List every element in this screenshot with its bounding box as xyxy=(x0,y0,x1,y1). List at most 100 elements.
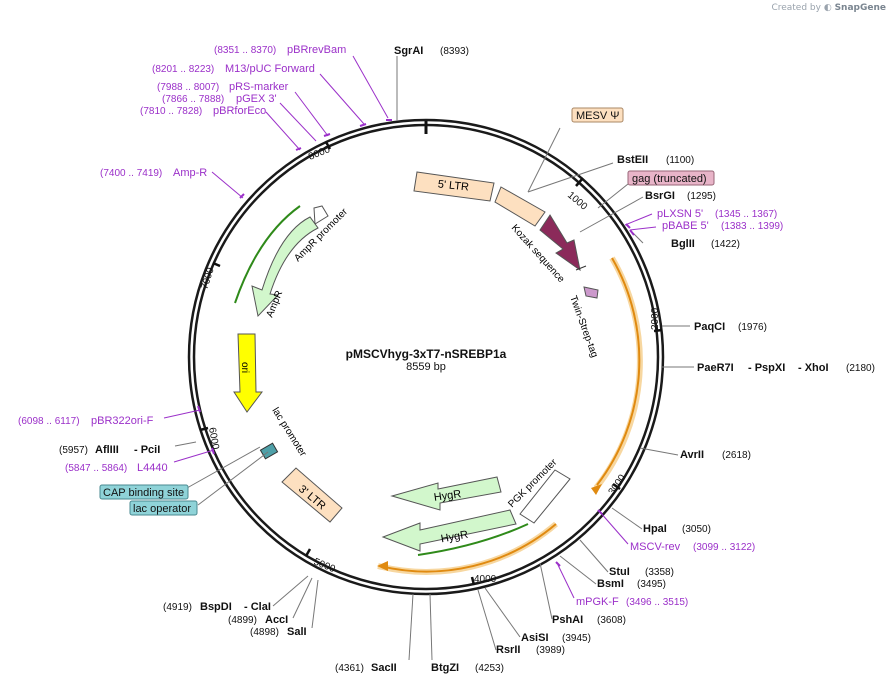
acci-name[interactable]: AccI xyxy=(265,614,288,626)
pbrforeco-mark xyxy=(295,147,302,151)
m13puc-name[interactable]: M13/pUC Forward xyxy=(225,63,315,75)
ori-label: ori xyxy=(239,362,250,373)
sali-name[interactable]: SalI xyxy=(287,626,307,638)
btgzi-pos: (4253) xyxy=(475,663,504,674)
pcii-name[interactable]: - PciI xyxy=(134,444,160,456)
bglii-name[interactable]: BglII xyxy=(671,238,695,250)
backbone-outer xyxy=(187,118,665,596)
kozak-marker xyxy=(575,265,587,271)
asisi-pos: (3945) xyxy=(562,633,591,644)
stui-name[interactable]: StuI xyxy=(609,566,630,578)
rsrii-name[interactable]: RsrII xyxy=(496,644,520,656)
ampr-primer-leader xyxy=(211,171,244,199)
pbrrevbam-name[interactable]: pBRrevBam xyxy=(287,44,346,56)
bsmi-name[interactable]: BsmI xyxy=(597,578,624,590)
hygr-feature-2[interactable] xyxy=(381,509,517,552)
avrii-pos: (2618) xyxy=(722,450,751,461)
plxsn-name[interactable]: pLXSN 5' xyxy=(657,208,703,220)
l4440-leader xyxy=(173,449,215,463)
pbr322ori-range: (6098 .. 6117) xyxy=(18,416,80,427)
bsteii-name[interactable]: BstEII xyxy=(617,154,648,166)
hygr-label-2: HygR xyxy=(440,529,469,546)
msvrev-name[interactable]: MSCV-rev xyxy=(630,541,681,553)
insert-arc[interactable] xyxy=(596,257,641,486)
prs-range: (7988 .. 8007) xyxy=(157,82,219,93)
gag-label: gag (truncated) xyxy=(632,173,707,185)
rsrii-leader xyxy=(477,589,497,651)
pbabe-name[interactable]: pBABE 5' xyxy=(662,220,709,232)
pbrrevbam-leader xyxy=(352,55,389,119)
xhoi-name[interactable]: - XhoI xyxy=(798,362,829,374)
pbabe-range: (1383 .. 1399) xyxy=(721,221,783,232)
pshai-leader xyxy=(539,562,553,620)
hygr-feature-1[interactable] xyxy=(390,476,502,511)
five-ltr-feature[interactable] xyxy=(413,171,495,202)
pgex-name[interactable]: pGEX 3' xyxy=(236,93,277,105)
ampr-primer-mark xyxy=(239,193,245,199)
pbrforeco-leader xyxy=(265,111,301,151)
pgk-promoter-feature[interactable] xyxy=(519,469,571,524)
kozak-feature[interactable] xyxy=(539,214,581,272)
gag-box[interactable] xyxy=(627,170,715,186)
tick-label-4000: 4000 xyxy=(474,574,497,585)
pbr322ori-mark xyxy=(197,405,201,413)
asisi-name[interactable]: AsiSI xyxy=(521,632,549,644)
mpgk-name[interactable]: mPGK-F xyxy=(576,596,619,608)
sali-pos: (4898) xyxy=(250,627,279,638)
prs-name[interactable]: pRS-marker xyxy=(229,81,289,93)
ampr-green-line xyxy=(234,205,301,304)
aflIII-leader xyxy=(174,441,197,447)
msvrev-mark xyxy=(597,509,603,515)
lac-operator-box[interactable] xyxy=(129,500,198,516)
pshai-name[interactable]: PshAI xyxy=(552,614,583,626)
aflIII-name[interactable]: AflIII xyxy=(95,444,119,456)
bsrgi-pos: (1295) xyxy=(687,191,716,202)
sgrai-name[interactable]: SgrAI xyxy=(394,45,423,57)
m13puc-range: (8201 .. 8223) xyxy=(152,64,214,75)
clai-name[interactable]: - ClaI xyxy=(244,601,271,613)
l4440-name[interactable]: L4440 xyxy=(137,462,168,474)
ampr-primer-name[interactable]: Amp-R xyxy=(173,167,207,179)
mesv-box[interactable] xyxy=(571,107,624,123)
bsrgi-name[interactable]: BsrGI xyxy=(645,190,675,202)
sgrai-pos: (8393) xyxy=(440,46,469,57)
hygr-orange-arc[interactable] xyxy=(379,523,557,573)
cap-box[interactable] xyxy=(99,484,189,500)
bspdi-name[interactable]: BspDI xyxy=(200,601,232,613)
ori-feature[interactable] xyxy=(233,333,263,413)
lac-operator-mark[interactable] xyxy=(259,442,279,460)
tick-8000 xyxy=(324,141,332,150)
avrii-name[interactable]: AvrII xyxy=(680,449,704,461)
pspxi-name[interactable]: - PspXI xyxy=(748,362,785,374)
pbrforeco-name[interactable]: pBRforEco xyxy=(213,105,266,117)
tick-3000 xyxy=(612,482,621,491)
paqci-name[interactable]: PaqCI xyxy=(694,321,725,333)
pbr322ori-name[interactable]: pBR322ori-F xyxy=(91,415,154,427)
ampr-feature[interactable] xyxy=(251,216,319,318)
pbabe-leader xyxy=(629,226,657,231)
hpai-name[interactable]: HpaI xyxy=(643,523,667,535)
bglii-pos: (1422) xyxy=(711,239,740,250)
hpai-leader xyxy=(611,507,643,530)
ampr-primer-range: (7400 .. 7419) xyxy=(100,168,162,179)
btgzi-name[interactable]: BtgZI xyxy=(431,662,459,674)
stui-pos: (3358) xyxy=(645,567,674,578)
plasmid-name: pMSCVhyg-3xT7-nSREBP1a xyxy=(346,347,507,361)
bsteii-pos: (1100) xyxy=(666,155,694,166)
twin-strep-feature[interactable] xyxy=(583,286,599,299)
tick-label-8000: 8000 xyxy=(307,144,332,163)
tick-label-1000: 1000 xyxy=(565,190,589,213)
sacii-name[interactable]: SacII xyxy=(371,662,397,674)
paer7i-pos: (2180) xyxy=(846,363,875,374)
msvrev-leader xyxy=(599,511,629,545)
five-ltr-extension[interactable] xyxy=(494,186,546,227)
three-ltr-feature[interactable] xyxy=(281,467,343,523)
prs-mark xyxy=(323,133,331,137)
asisi-leader xyxy=(484,587,521,638)
ampr-promoter-feature[interactable] xyxy=(313,205,329,225)
bsrgi-leader xyxy=(579,196,644,233)
bspdi-pos: (4919) xyxy=(163,602,192,613)
prs-leader xyxy=(294,91,329,137)
m13puc-leader xyxy=(319,73,365,125)
paer7i-name[interactable]: PaeR7I xyxy=(697,362,734,374)
